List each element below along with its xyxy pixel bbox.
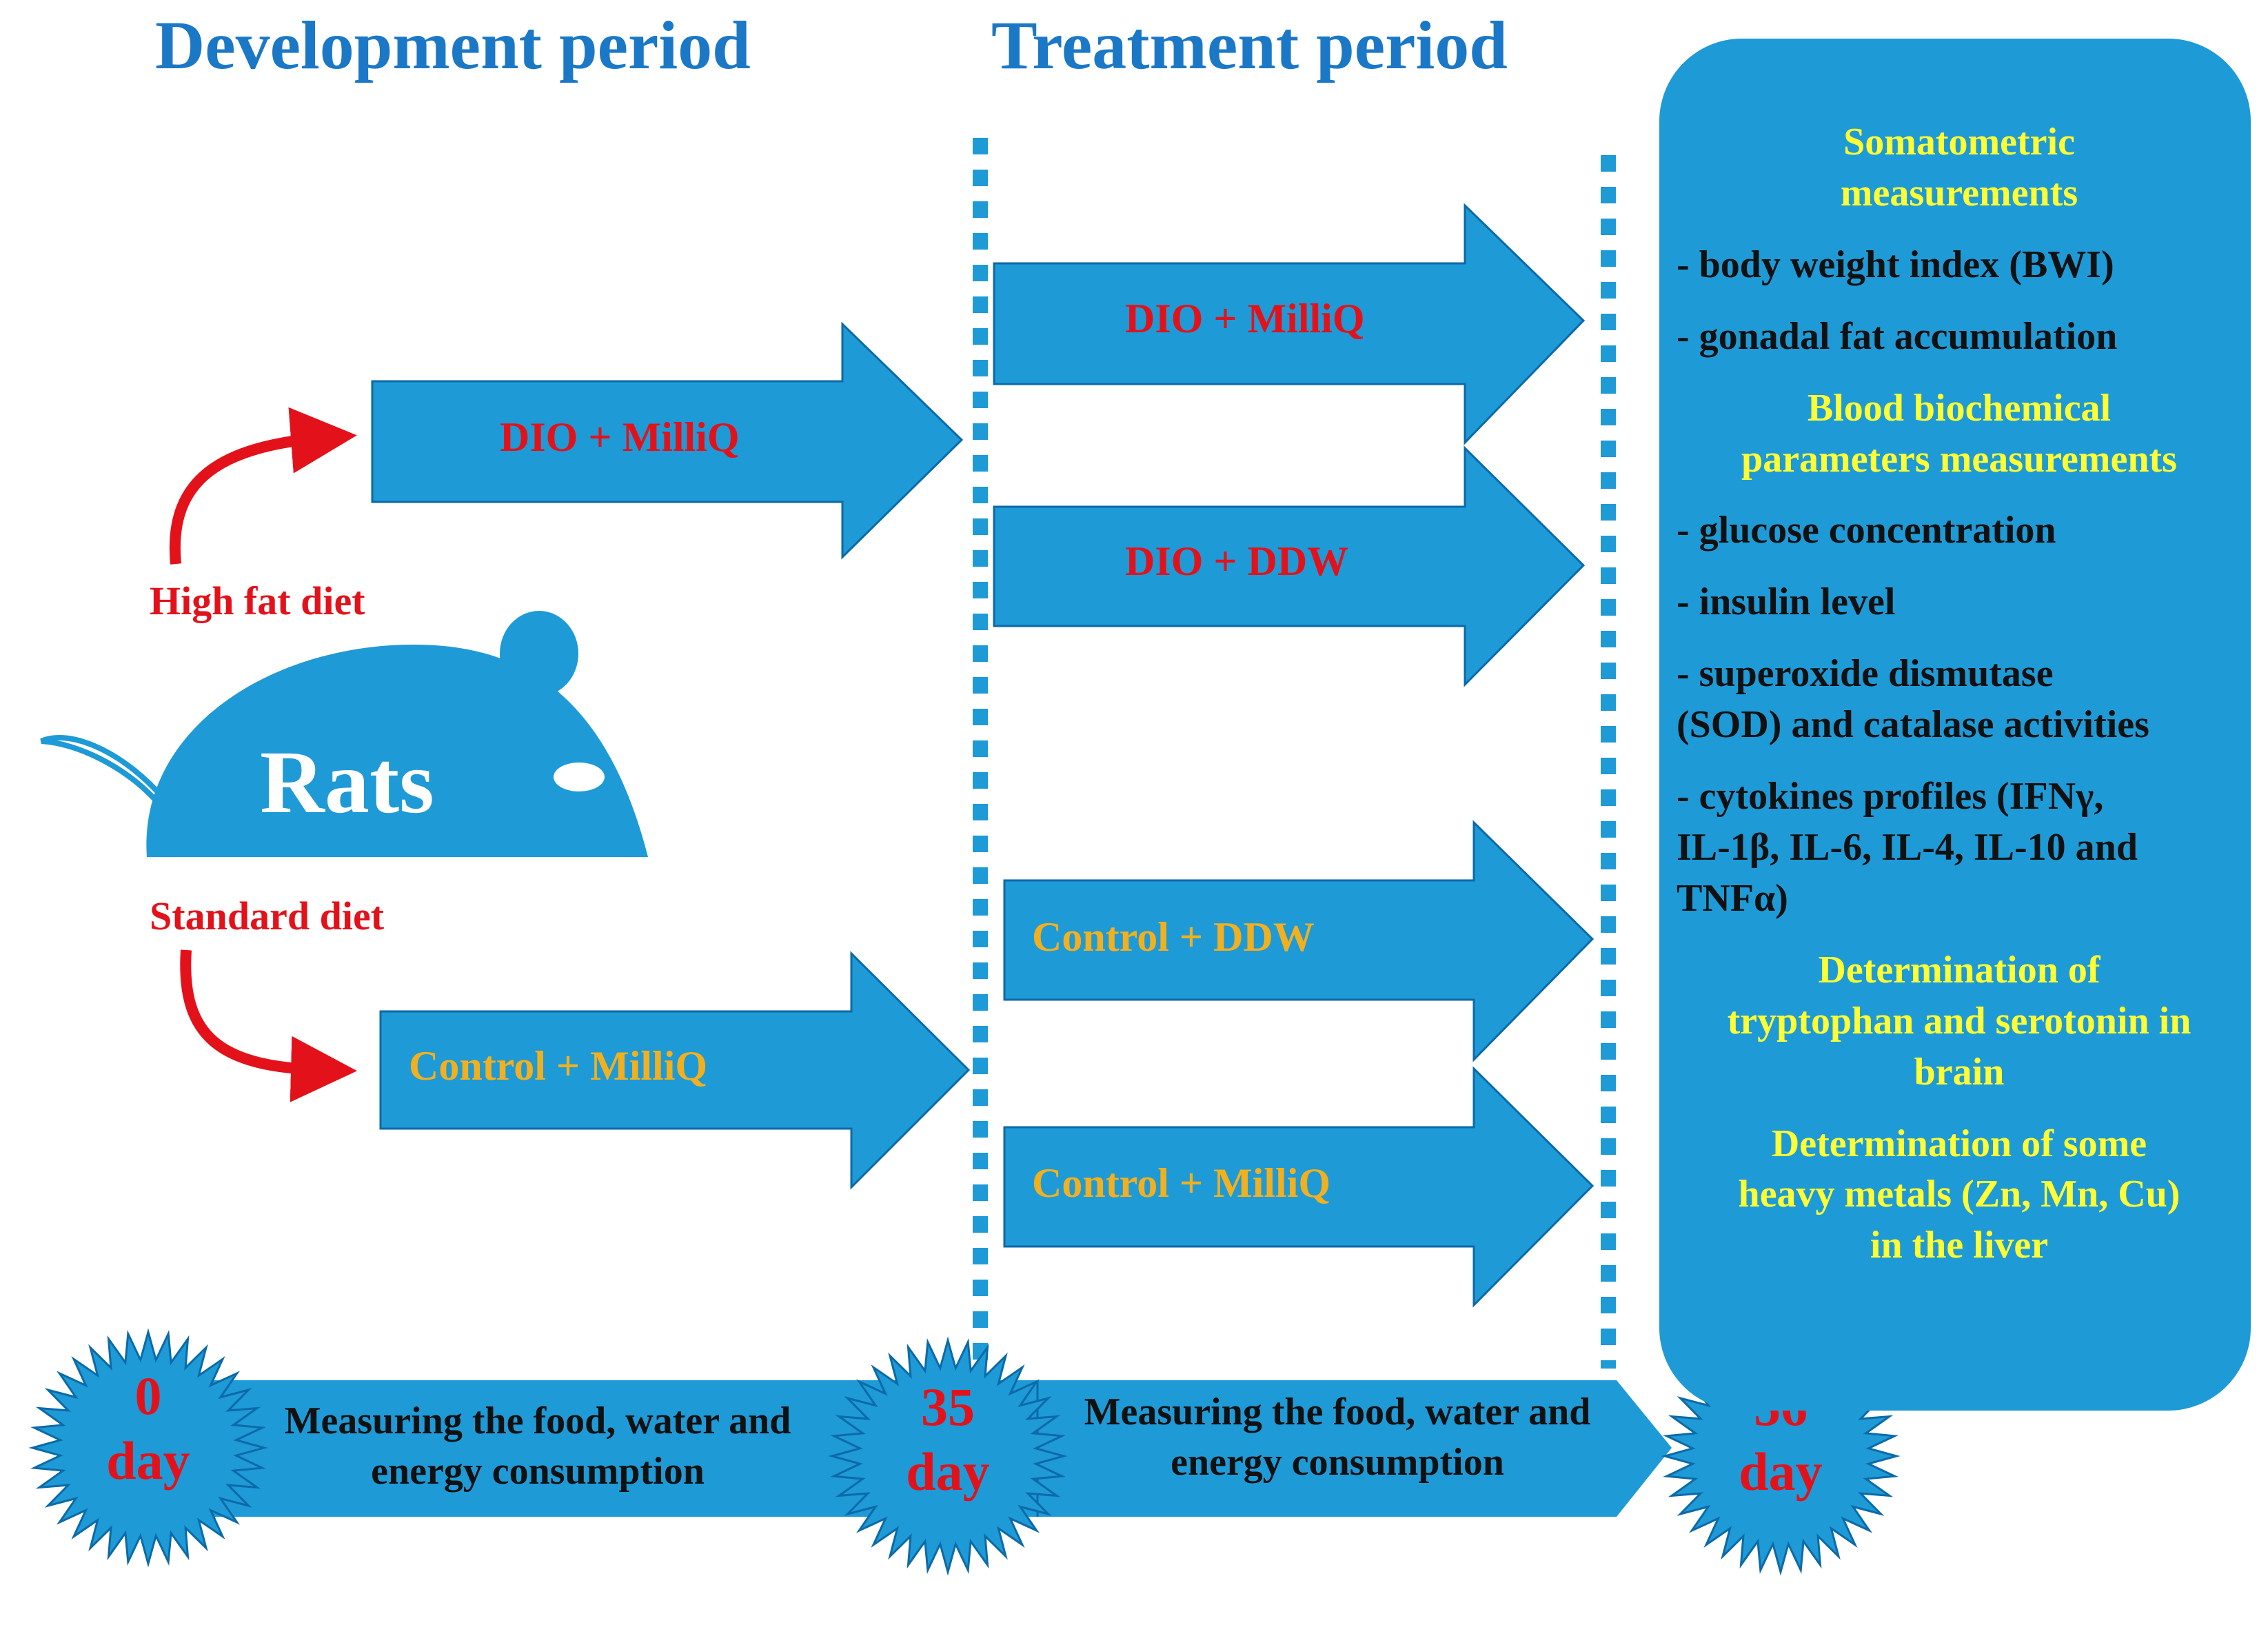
dev-dio-milliq-label: DIO + MilliQ bbox=[500, 414, 740, 460]
metals-heading-line3: in the liver bbox=[1870, 1224, 2049, 1267]
tryptophan-heading-line3: brain bbox=[1914, 1050, 2005, 1093]
standard-diet-arrow bbox=[180, 949, 357, 1102]
day-35-starburst bbox=[828, 1336, 1068, 1576]
high-fat-diet-label: High fat diet bbox=[150, 578, 365, 623]
rat-label: Rats bbox=[260, 733, 434, 832]
dev-control-milliq-label: Control + MilliQ bbox=[409, 1043, 708, 1089]
treat-dio-milliq-label: DIO + MilliQ bbox=[1125, 296, 1365, 341]
title-development: Development period bbox=[155, 7, 751, 83]
treat-dio-ddw-label: DIO + DDW bbox=[1125, 538, 1349, 584]
rat-icon bbox=[40, 611, 648, 857]
item-cytokines-line3: TNFα) bbox=[1677, 876, 1788, 920]
item-sod-line1: - superoxide dismutase bbox=[1677, 652, 2054, 696]
somatometric-heading-line2: measurements bbox=[1840, 171, 2078, 214]
arrow-treat-control-ddw bbox=[1003, 820, 1594, 1062]
measure-dev-line1: Measuring the food, water and bbox=[284, 1400, 791, 1442]
day-35-number: 35 bbox=[921, 1377, 975, 1437]
day-0-starburst bbox=[28, 1328, 268, 1568]
arrow-treat-dio-milliq bbox=[993, 203, 1586, 445]
day-35-label: 35 day bbox=[875, 1375, 1020, 1504]
item-glucose: - glucose concentration bbox=[1677, 509, 2056, 552]
day-0-unit: day bbox=[106, 1430, 190, 1491]
arrow-treat-dio-ddw bbox=[993, 445, 1586, 687]
treat-control-milliq-label: Control + MilliQ bbox=[1032, 1160, 1331, 1206]
item-cytokines-line1: - cytokines profiles (IFNγ, bbox=[1677, 775, 2104, 818]
day-56-unit: day bbox=[1739, 1441, 1823, 1502]
tryptophan-heading: Determination of tryptophan and serotoni… bbox=[1677, 945, 2242, 1098]
high-fat-arrow bbox=[169, 407, 357, 565]
treat-control-ddw-label: Control + DDW bbox=[1032, 914, 1315, 960]
tryptophan-heading-line2: tryptophan and serotonin in bbox=[1727, 999, 2191, 1042]
measure-text-development: Measuring the food, water and energy con… bbox=[227, 1396, 848, 1497]
item-cytokines-line2: IL-1β, IL-6, IL-4, IL-10 and bbox=[1677, 825, 2138, 869]
day-0-label: 0 day bbox=[76, 1364, 221, 1493]
measurements-panel bbox=[1659, 39, 2251, 1411]
somatometric-heading: Somatometric measurements bbox=[1677, 117, 2242, 219]
metals-heading-line2: heavy metals (Zn, Mn, Cu) bbox=[1738, 1173, 2180, 1216]
title-treatment: Treatment period bbox=[991, 7, 1508, 83]
metals-heading-line1: Determination of some bbox=[1771, 1122, 2147, 1165]
item-insulin: - insulin level bbox=[1677, 581, 1896, 624]
blood-heading: Blood biochemical parameters measurement… bbox=[1677, 383, 2242, 485]
standard-diet-label: Standard diet bbox=[150, 894, 385, 938]
somatometric-heading-line1: Somatometric bbox=[1843, 121, 2075, 163]
measure-text-treatment: Measuring the food, water and energy con… bbox=[1027, 1387, 1648, 1488]
arrow-dev-control bbox=[379, 951, 971, 1190]
measure-treat-line1: Measuring the food, water and bbox=[1084, 1391, 1591, 1433]
measure-dev-line2: energy consumption bbox=[371, 1449, 705, 1493]
metals-heading: Determination of some heavy metals (Zn, … bbox=[1677, 1119, 2242, 1272]
item-cytokines: - cytokines profiles (IFNγ, IL-1β, IL-6,… bbox=[1677, 771, 2242, 925]
item-gonadal: - gonadal fat accumulation bbox=[1677, 314, 2118, 358]
item-sod-line2: (SOD) and catalase activities bbox=[1677, 703, 2149, 747]
blood-heading-line2: parameters measurements bbox=[1741, 437, 2177, 481]
item-bwi: - body weight index (BWI) bbox=[1677, 243, 2114, 286]
day-35-unit: day bbox=[906, 1441, 990, 1502]
arrow-dev-dio bbox=[371, 321, 964, 560]
blood-heading-line1: Blood biochemical bbox=[1807, 386, 2112, 430]
arrow-treat-control-milliq bbox=[1003, 1066, 1594, 1308]
measurements-panel-content: Somatometric measurements - body weight … bbox=[1677, 117, 2242, 1271]
measure-treat-line2: energy consumption bbox=[1171, 1440, 1504, 1484]
item-sod: - superoxide dismutase (SOD) and catalas… bbox=[1677, 649, 2242, 751]
day-0-number: 0 bbox=[134, 1366, 162, 1426]
tryptophan-heading-line1: Determination of bbox=[1818, 948, 2100, 991]
